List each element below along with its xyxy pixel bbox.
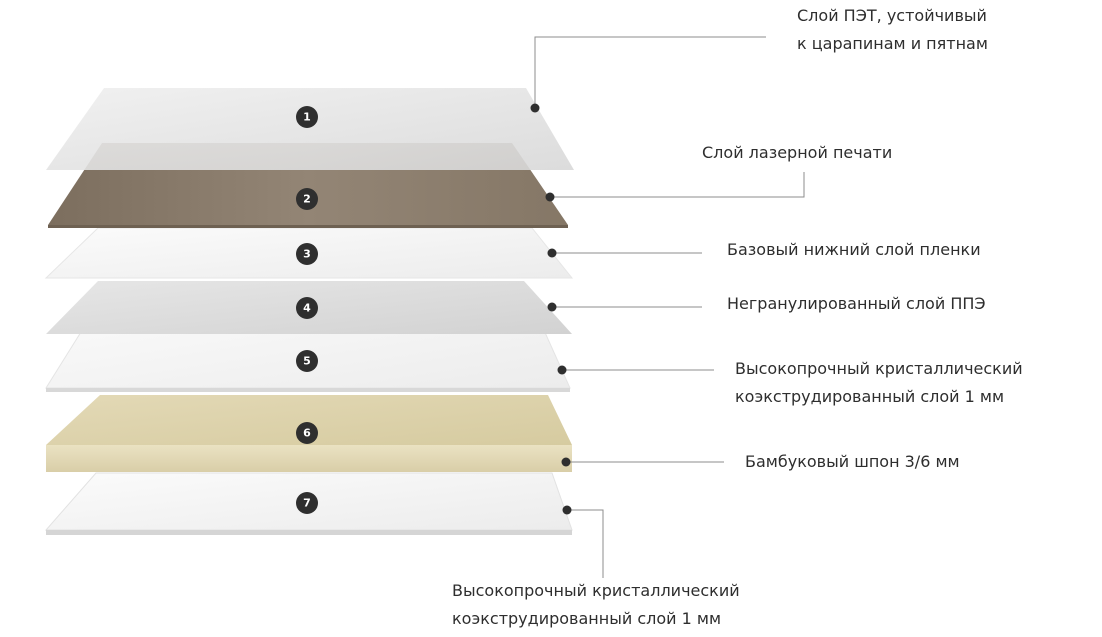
layer-4-label: Негранулированный слой ППЭ: [727, 290, 986, 318]
leader-7: [567, 509, 604, 578]
layer-1-label-line-1: Слой ПЭТ, устойчивый: [797, 6, 987, 25]
layer-3-label-line-1: Базовый нижний слой пленки: [727, 240, 981, 259]
number-badge-2: 2: [296, 188, 318, 210]
leader-lines: [534, 36, 805, 578]
layer-6-label-line-1: Бамбуковый шпон 3/6 мм: [745, 452, 960, 471]
leader-dot-5: [557, 365, 567, 375]
leader-dot-7: [562, 505, 572, 515]
leader-1: [534, 36, 766, 108]
layer-6-sheet: [46, 395, 572, 472]
number-badge-6: 6: [296, 422, 318, 444]
number-badge-1: 1: [296, 106, 318, 128]
layer-2-label-line-1: Слой лазерной печати: [702, 143, 893, 162]
layer-1-label: Слой ПЭТ, устойчивый к царапинам и пятна…: [797, 2, 988, 58]
number-badge-3-text: 3: [303, 248, 311, 261]
layer-1-label-line-2: к царапинам и пятнам: [797, 34, 988, 53]
leader-dot-6: [561, 457, 571, 467]
layer-6-label: Бамбуковый шпон 3/6 мм: [745, 448, 960, 476]
layer-4-label-line-1: Негранулированный слой ППЭ: [727, 294, 986, 313]
layer-7-label-line-2: коэкструдированный слой 1 мм: [452, 609, 722, 628]
layer-3-label: Базовый нижний слой пленки: [727, 236, 981, 264]
number-badge-7: 7: [296, 492, 318, 514]
layer-5-label-line-2: коэкструдированный слой 1 мм: [735, 387, 1005, 406]
number-badge-4: 4: [296, 297, 318, 319]
number-badge-3: 3: [296, 243, 318, 265]
layer-7-label: Высокопрочный кристаллический коэкструди…: [452, 577, 740, 633]
layer-5-label-line-1: Высокопрочный кристаллический: [735, 359, 1023, 378]
number-badge-1-text: 1: [303, 111, 311, 124]
leader-dot-4: [547, 302, 557, 312]
number-badge-5: 5: [296, 350, 318, 372]
leader-2: [550, 172, 805, 198]
number-badge-2-text: 2: [303, 193, 311, 206]
layer-5-label: Высокопрочный кристаллический коэкструди…: [735, 355, 1023, 411]
leader-dot-2: [545, 192, 555, 202]
number-badge-5-text: 5: [303, 355, 311, 368]
number-badge-7-text: 7: [303, 497, 311, 510]
leader-dot-1: [530, 103, 540, 113]
leader-dots: [530, 103, 572, 515]
layer-1-sheet: [46, 88, 574, 170]
number-badge-4-text: 4: [303, 302, 311, 315]
layer-2-label: Слой лазерной печати: [702, 139, 892, 167]
number-badge-6-text: 6: [303, 427, 311, 440]
layer-7-label-line-1: Высокопрочный кристаллический: [452, 581, 740, 600]
leader-dot-3: [547, 248, 557, 258]
